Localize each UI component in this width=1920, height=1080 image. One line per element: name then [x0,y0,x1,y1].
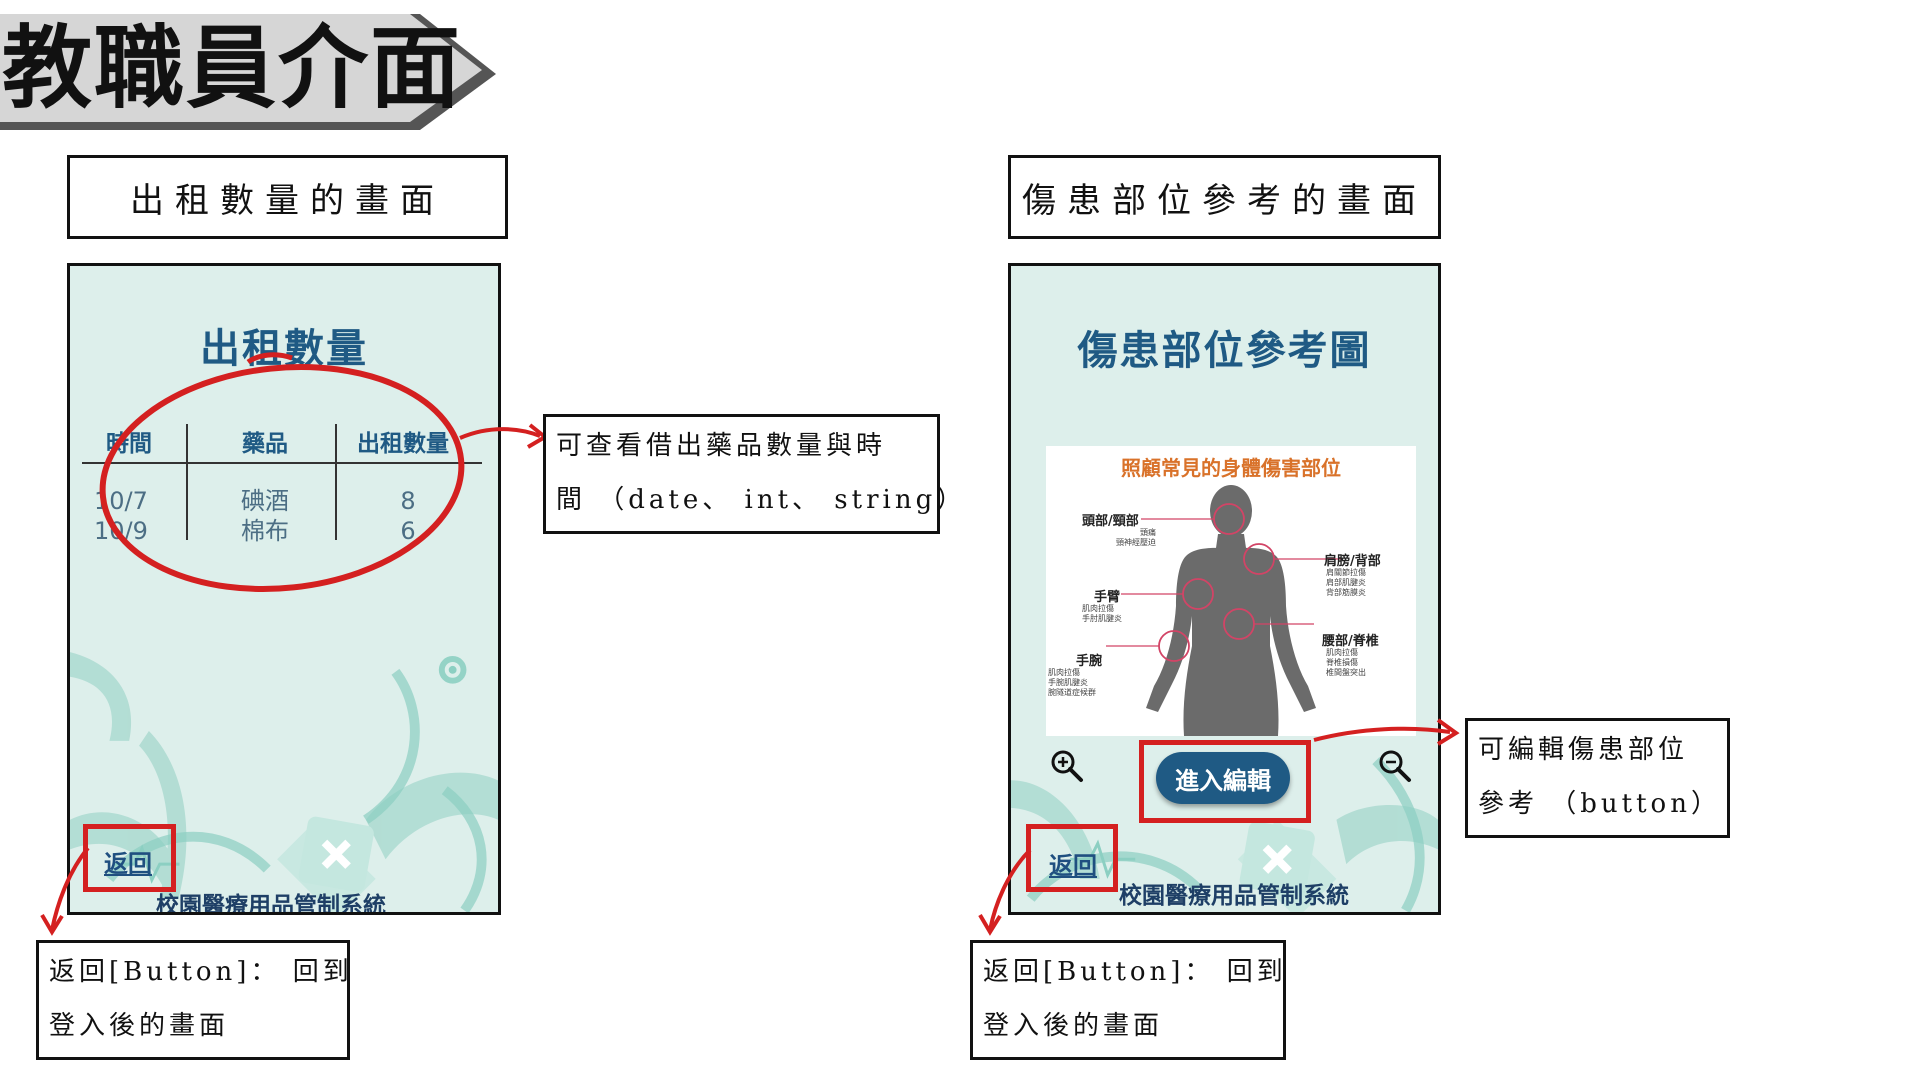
cell-quantity: 6 [400,517,416,545]
section-label-injury-reference: 傷患部位參考的畫面 [1008,155,1441,239]
section-label-rent-quantity: 出租數量的畫面 [67,155,508,239]
table-header-time: 時間 [106,431,152,457]
table-header-item: 藥品 [242,431,288,457]
chart-title: 照顧常見的身體傷害部位 [1121,456,1341,480]
cell-quantity: 8 [400,487,416,515]
callout-line: 間 （date、 int、 string） [556,485,967,515]
zoom-in-icon[interactable] [1049,748,1085,784]
back-button[interactable]: 返回 [1049,852,1097,880]
label-waist-spine: 腰部/脊椎 [1322,634,1379,649]
label-arm-detail: 肌肉拉傷手肘肌腱炎 [1082,604,1122,623]
injury-reference-screen: 傷患部位參考圖 照顧常見的身體傷害部位 [1008,263,1441,915]
callout-line: 可編輯傷患部位 [1478,735,1689,765]
callout-line: 可查看借出藥品數量與時 [556,431,887,461]
label-shoulder-back-detail: 肩關節拉傷肩部肌腱炎背部筋膜炎 [1326,568,1366,597]
back-button-highlight [1026,824,1118,892]
enter-edit-button[interactable]: 進入編輯 [1156,752,1290,804]
cell-item: 碘酒 [241,487,289,515]
cell-item: 棉布 [241,517,289,545]
label-arm: 手臂 [1094,590,1121,605]
cell-time: 10/7 [94,487,148,515]
callout-line: 登入後的畫面 [983,1011,1164,1041]
back-button[interactable]: 返回 [104,850,152,878]
zoom-out-icon[interactable] [1377,748,1413,784]
back-button-highlight [83,824,176,892]
body-silhouette [1106,485,1341,736]
medical-background-pattern [1011,757,1438,912]
callout-back-button: 返回[Button]： 回到 登入後的畫面 [970,940,1286,1060]
callout-rent-table: 可查看借出藥品數量與時 間 （date、 int、 string） [543,414,967,534]
label-head-neck: 頭部/頸部 [1082,514,1139,529]
callout-edit-button: 可編輯傷患部位 參考 （button） [1465,718,1730,838]
system-name-footer: 校園醫療用品管制系統 [1119,883,1349,909]
rent-quantity-screen: 出租數量 時間 藥品 出租數量 10/7 碘酒 8 10/9 棉布 6 返回 校… [67,263,501,915]
label-wrist-detail: 肌肉拉傷手腕肌腱炎腕隧道症候群 [1048,668,1096,697]
callout-line: 參考 （button） [1478,789,1721,819]
label-wrist: 手腕 [1076,654,1103,669]
page-title: 教職員介面 [2,16,462,121]
medical-background-pattern [70,652,498,912]
callout-back-button: 返回[Button]： 回到 登入後的畫面 [36,940,350,1060]
callout-line: 登入後的畫面 [49,1011,230,1041]
edit-button-highlight [1139,740,1311,823]
callout-line: 返回[Button]： 回到 [983,957,1287,987]
cell-time: 10/9 [94,517,148,545]
label-shoulder-back: 肩膀/背部 [1324,554,1381,569]
body-injury-chart: 照顧常見的身體傷害部位 頭部/頸部 [1046,446,1416,736]
header-banner [0,14,496,130]
table-divider [82,462,482,464]
rent-screen-title: 出租數量 [200,326,368,372]
callout-line: 返回[Button]： 回到 [49,957,353,987]
system-name-footer: 校園醫療用品管制系統 [156,893,386,915]
column-divider [335,424,337,540]
column-divider [186,424,188,540]
label-waist-spine-detail: 肌肉拉傷脊椎損傷椎間盤突出 [1326,648,1366,677]
table-header-quantity: 出租數量 [357,431,449,457]
label-head-neck-detail: 頭痛頸神經壓迫 [1116,528,1156,547]
injury-screen-title: 傷患部位參考圖 [1077,328,1372,374]
